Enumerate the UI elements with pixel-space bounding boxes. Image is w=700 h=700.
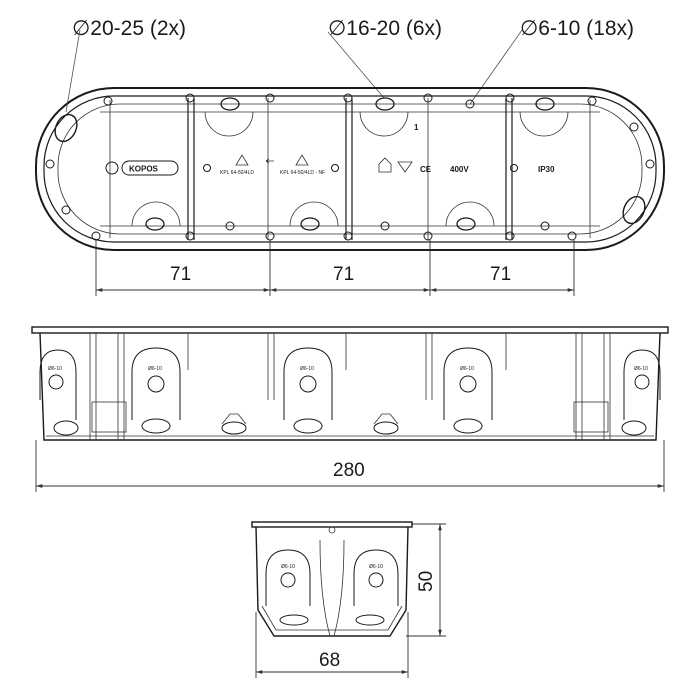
knockout-label: Ø6-10: [48, 366, 62, 372]
end-view-body: [255, 526, 409, 637]
ip-rating-label: IP30: [538, 165, 555, 174]
side-bottom-bosses: [53, 413, 647, 436]
compartment-walls: [109, 98, 591, 240]
knockout-label: Ø6-10: [369, 564, 383, 570]
length-dimension-value: 280: [333, 460, 365, 481]
marking-number: 1: [414, 123, 419, 132]
side-ribs: [89, 333, 611, 440]
callout-small-holes: ∅6-10 (18x): [520, 17, 634, 40]
brand-label: KOPOS: [129, 165, 159, 174]
kopos-logo-icon: [105, 161, 119, 175]
side-view-body: [39, 332, 661, 441]
pitch-dimension-3: 71: [490, 264, 511, 285]
top-view-outer-rim: [35, 87, 665, 251]
knockout-label: Ø6-10: [281, 564, 295, 570]
end-view: Ø6-10 Ø6-10: [251, 521, 413, 637]
pitch-dimension-2: 71: [333, 264, 354, 285]
pitch-dimensions: [95, 240, 575, 296]
side-view: Ø6-10 Ø6-10 Ø6-10 Ø6-10 Ø6-10: [31, 326, 669, 441]
model-label-2: KPL 64-50/4LD - NF: [280, 170, 325, 176]
callout-leader-lines: [65, 29, 523, 113]
large-end-holes: [45, 113, 655, 225]
height-dimension-value: 50: [416, 571, 437, 592]
height-dimension: [406, 523, 446, 637]
side-knockout-arches: Ø6-10 Ø6-10 Ø6-10 Ø6-10 Ø6-10: [39, 347, 661, 420]
medium-holes: [145, 97, 555, 231]
callout-large-holes: ∅20-25 (2x): [72, 17, 186, 40]
width-dimension: [255, 612, 409, 678]
callout-medium-holes: ∅16-20 (6x): [328, 17, 442, 40]
width-dimension-value: 68: [319, 650, 340, 671]
box-markings: KOPOS KPL 64-50/4LD KPL 64-50/4LD - NF 1…: [105, 123, 555, 176]
voltage-label: 400V: [450, 165, 469, 174]
house-symbol-icon: [378, 157, 392, 173]
top-view-inner-rim: [43, 95, 657, 243]
inner-knockouts: [131, 111, 569, 227]
knockout-label: Ø6-10: [634, 366, 648, 372]
warning-triangle-icon: [235, 154, 249, 166]
knockout-label: Ø6-10: [460, 366, 474, 372]
triangle-symbol-icon: [397, 161, 413, 173]
model-label-1: KPL 64-50/4LD: [220, 170, 254, 176]
small-holes: [91, 93, 597, 241]
top-view: KOPOS KPL 64-50/4LD KPL 64-50/4LD - NF 1…: [35, 87, 665, 251]
pitch-dimension-1: 71: [170, 264, 191, 285]
ce-mark: CE: [420, 165, 432, 174]
knockout-label: Ø6-10: [148, 366, 162, 372]
length-dimension: [35, 440, 665, 492]
knockout-label: Ø6-10: [300, 366, 314, 372]
